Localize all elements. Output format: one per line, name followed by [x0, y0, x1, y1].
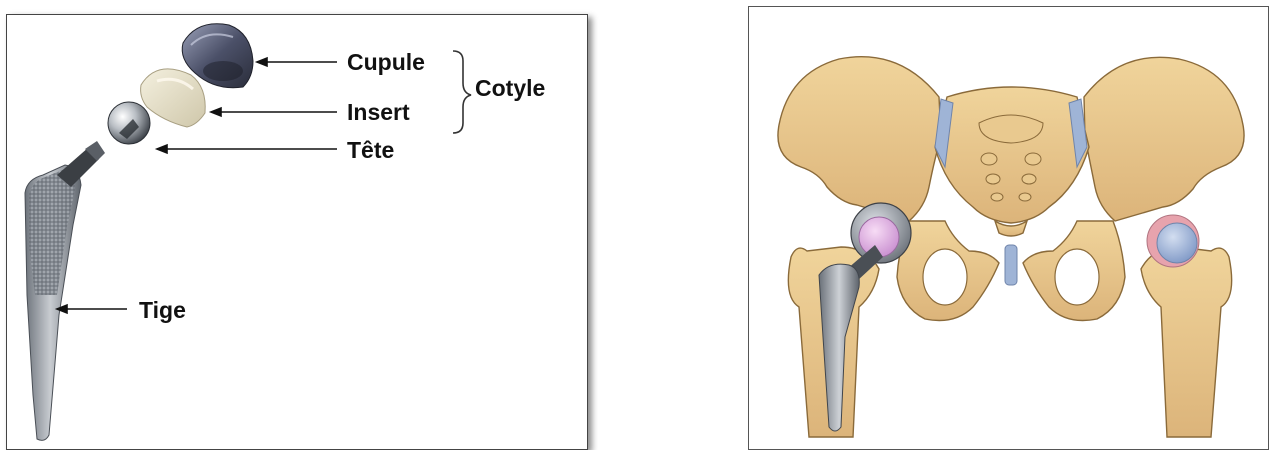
femoral-head-shape [108, 102, 150, 144]
cupule-label: Cupule [347, 51, 425, 74]
insert-shape [141, 69, 206, 127]
insert-label: Insert [347, 101, 410, 124]
cotyle-brace [453, 51, 471, 133]
implanted-prosthesis [819, 203, 911, 431]
left-obturator-foramen [923, 249, 967, 305]
tete-label: Tête [347, 139, 394, 162]
natural-femoral-head [1157, 223, 1197, 263]
stem-shape [25, 141, 105, 440]
prosthesis-diagram-panel: Cupule Insert Tête Cotyle Tige [6, 14, 588, 450]
cotyle-label: Cotyle [475, 77, 545, 100]
pubic-symphysis [1005, 245, 1017, 285]
pelvis-illustration-panel [748, 6, 1269, 450]
tige-label: Tige [139, 299, 186, 322]
right-obturator-foramen [1055, 249, 1099, 305]
pelvis-drawing [749, 7, 1269, 450]
